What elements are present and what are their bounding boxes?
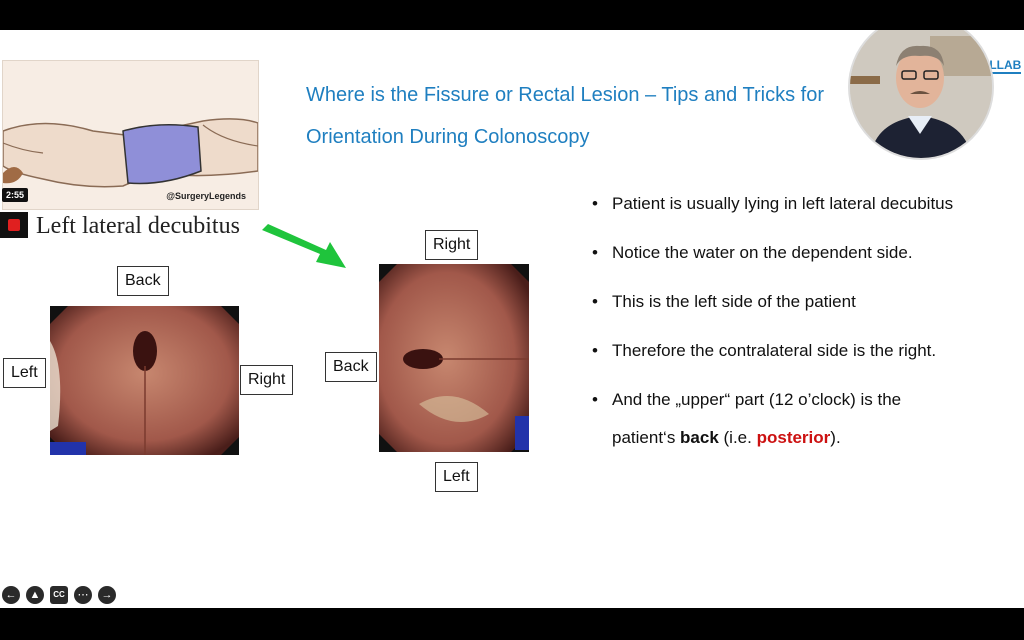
arrow-right-icon[interactable]: → [98,586,116,604]
record-button[interactable] [0,212,28,238]
arrow-left-icon[interactable]: ← [2,586,20,604]
video-timer: 2:55 [2,188,29,202]
bullet-item: This is the left side of the patient [592,290,1012,314]
image1-label-right: Right [240,365,294,395]
image1-label-left: Left [3,358,46,388]
bullet5-part3: (i.e. [718,428,757,447]
presenter-webcam [848,30,994,160]
record-stop-icon [8,219,20,231]
bullet5-part1: And the „upper“ part (12 o’clock) is the [612,390,902,409]
position-label: Left lateral decubitus [36,213,240,239]
bullet-list: Patient is usually lying in left lateral… [592,192,1012,482]
endoscopy-image-left [50,306,239,455]
bullet5-part2: patient‘s [612,428,681,447]
bullet5-part4: ). [830,428,841,447]
more-icon[interactable]: ⋯ [74,586,92,604]
bullet5-bold: back [680,428,719,447]
bullet-item-5: And the „upper“ part (12 o’clock) is the… [592,381,1012,457]
green-arrow-icon [262,224,346,268]
title-line-2: Orientation During Colonoscopy [306,126,590,148]
image2-label-bottom: Left [435,462,478,492]
bullet-item: Patient is usually lying in left lateral… [592,192,1012,216]
presenter-video-icon [850,30,992,158]
bullet-item: Notice the water on the dependent side. [592,241,1012,265]
bullet5-red: posterior [756,428,831,447]
bullet-item: Therefore the contralateral side is the … [592,339,1012,363]
slide-canvas: @SurgeryLegends 2:55 Left lateral decubi… [0,30,1024,608]
slide-title: Where is the Fissure or Rectal Lesion – … [306,74,866,158]
title-line-1: Where is the Fissure or Rectal Lesion – … [306,84,824,106]
image2-label-top: Right [425,230,479,260]
patient-drawing [3,61,258,209]
pen-icon[interactable]: ▲ [26,586,44,604]
cc-button[interactable]: CC [50,586,68,604]
playback-controls: ← ▲ CC ⋯ → [2,586,116,606]
image2-label-left: Back [325,352,377,382]
image1-label-top: Back [117,266,169,296]
patient-illustration: @SurgeryLegends [2,60,259,210]
watermark: @SurgeryLegends [166,191,246,201]
endoscopy-image-right [379,264,529,452]
